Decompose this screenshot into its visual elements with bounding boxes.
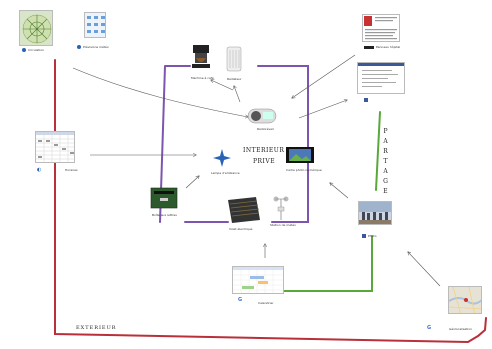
previsions-meteo-label: Prévisions météo: [83, 45, 109, 49]
previsions-meteo-thumbnail: [84, 12, 106, 38]
photo-icon: [362, 234, 366, 238]
mailbox-icon: [150, 187, 178, 209]
arrow-hopital-to-center: [292, 54, 356, 98]
arrow-photo-to-cadre: [330, 183, 349, 199]
transport-logo-icon: ◐: [37, 167, 42, 173]
reveil-label: Radioréveil: [257, 127, 274, 131]
shared-vertical-word: PARTAGE: [382, 128, 390, 198]
message-publique-thumbnail: [357, 62, 405, 94]
photo-thumbnail: [358, 201, 392, 225]
exterior-boundary-line: [54, 59, 487, 344]
previsions-meteo-icon: [77, 45, 81, 49]
arrow-boite-to-lampe: [185, 176, 199, 189]
cadre-label: Cadre photo numérique: [286, 168, 322, 172]
ambient-lamp-icon: [212, 148, 232, 168]
shared-boundary-line: [269, 111, 381, 292]
arrow-reveil-to-machine: [211, 80, 234, 91]
horaires-table-thumbnail: [35, 131, 75, 163]
arrow-reveil-to-radiateur: [234, 86, 241, 103]
radiateur-label: Radiateur: [227, 77, 242, 81]
station-label: Station de météo: [270, 223, 296, 227]
alarm-clock-radio-icon: [247, 107, 277, 125]
arrow-geoloc-to-photo: [408, 252, 441, 287]
center-title-line1: INTERIEUR: [243, 147, 285, 154]
geolocalisation-label: Géolocalisation: [449, 327, 472, 331]
radiator-icon: [226, 46, 242, 74]
arrow-circulation-to-reveil: [72, 67, 248, 117]
volet-label: Volet électrique: [229, 227, 253, 231]
lampe-label: Lampe d'ambiance: [211, 171, 240, 175]
coffee-machine-icon: [190, 44, 212, 74]
calendrier-thumbnail: [232, 266, 284, 294]
google-logo-icon: G: [238, 297, 243, 303]
weather-station-icon: [272, 195, 290, 221]
photo-label: Photo: [368, 234, 377, 238]
shared-vertical-text: PARTAGE: [382, 128, 389, 198]
geolocalisation-map-thumbnail: [448, 286, 482, 314]
facebook-icon: [364, 98, 368, 102]
electric-shutter-icon: [226, 196, 262, 224]
private-boundary-line: [159, 65, 309, 223]
calendrier-label: Calendrier: [258, 301, 274, 305]
horaires-label: Horaires: [65, 168, 78, 172]
panneau-hopital-label: Panneau hôpital: [376, 45, 401, 49]
machine-cafe-label: Machine à café: [191, 76, 214, 80]
exterior-word: EXTERIEUR: [76, 325, 117, 331]
boite-lettres-label: Boîte aux lettres: [152, 213, 177, 217]
hopital-logo-icon: [364, 46, 374, 49]
circulation-map-thumbnail: [19, 10, 53, 46]
panneau-hopital-thumbnail: [362, 14, 400, 42]
center-title-line2: PRIVE: [253, 158, 276, 165]
circulation-icon: [22, 48, 26, 52]
circulation-label: Circulation: [28, 48, 45, 52]
google-maps-logo-icon: G: [427, 325, 432, 331]
arrow-center-to-message: [298, 100, 347, 119]
digital-photo-frame-icon: [285, 146, 315, 166]
